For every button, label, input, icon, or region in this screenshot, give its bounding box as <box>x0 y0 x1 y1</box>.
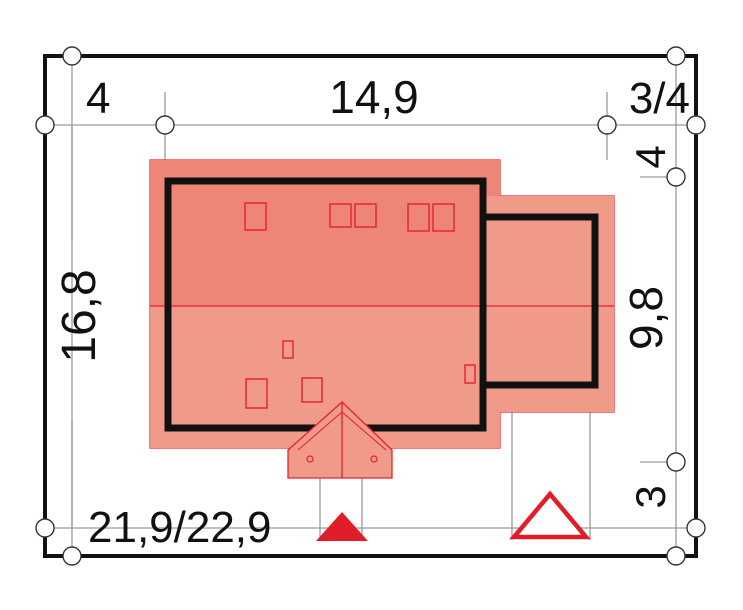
porch-eave-left <box>297 411 343 451</box>
roof-window <box>432 203 455 232</box>
roof-window <box>244 202 267 231</box>
grid-node <box>62 46 82 66</box>
porch-column <box>306 455 314 463</box>
dim-bottom-width: 21,9/22,9 <box>88 503 272 552</box>
grid-node <box>686 115 706 135</box>
porch-column <box>370 455 378 463</box>
grid-node <box>666 167 686 187</box>
grid-nodes <box>35 46 706 566</box>
dim-right-mid: 9,8 <box>620 286 672 350</box>
grid-node <box>35 115 55 135</box>
dim-left-height: 16,8 <box>53 269 106 362</box>
roof-window <box>282 340 294 359</box>
plot-boundary <box>43 54 698 558</box>
roof-window <box>354 203 377 228</box>
roof-windows <box>244 202 476 409</box>
grid-node <box>666 46 686 66</box>
entrance-porch <box>287 401 393 479</box>
grid-node <box>686 518 706 538</box>
dim-top-left: 4 <box>86 74 110 123</box>
grid-node <box>62 546 82 566</box>
grid-node <box>35 518 55 538</box>
porch-eave-right <box>341 411 387 451</box>
outline-triangle-garage-entrance-icon <box>509 490 591 540</box>
dim-right-bottom: 3 <box>627 485 674 508</box>
grid-node <box>155 115 175 135</box>
filled-triangle-entrance-icon <box>316 512 368 541</box>
roof-window <box>329 203 352 228</box>
roof-window <box>301 377 323 403</box>
porch-roof <box>287 401 393 479</box>
roof-window <box>407 203 430 232</box>
grid-node <box>666 546 686 566</box>
roof-window <box>245 378 268 409</box>
roof-window <box>464 364 476 384</box>
grid-node <box>597 115 617 135</box>
dimension-lines <box>45 56 696 556</box>
grid-node <box>666 452 686 472</box>
garage-walls <box>479 213 599 389</box>
dim-top-main: 14,9 <box>329 71 419 123</box>
dim-right-top: 4 <box>627 145 674 168</box>
dim-top-right: 3/4 <box>629 74 690 123</box>
